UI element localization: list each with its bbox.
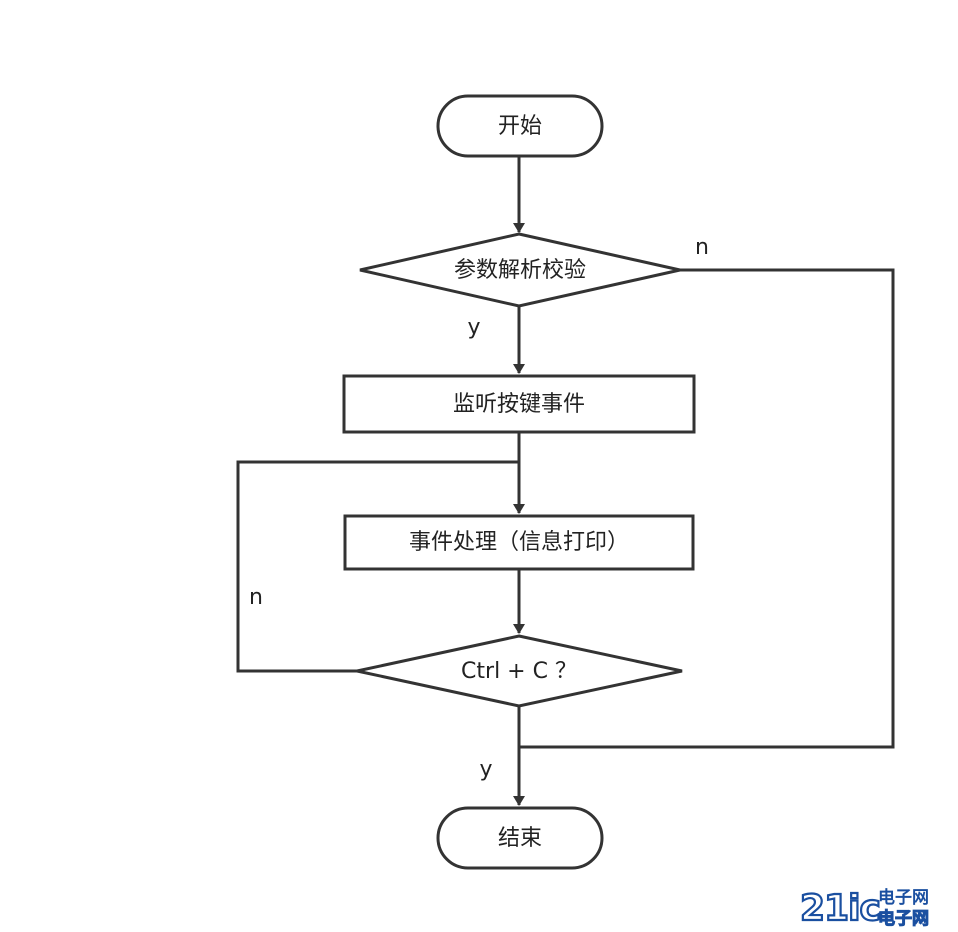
edge-parse-fail-to-end [519,268,895,749]
handle-event-process [343,514,695,571]
watermark-text-bottom: 电子网 [878,908,929,928]
parse-check-decision [359,232,681,308]
handle-event-label: 事件处理（信息打印） [409,530,629,555]
ctrl-c-label: Ctrl + C ？ [461,659,577,684]
start-node-label: 开始 [498,114,542,139]
start-node [436,94,604,158]
ctrl-c-yes-label: y [479,757,492,782]
edge-ctrlc-loop-back [236,460,519,673]
connectors [236,157,895,806]
listen-keys-label: 监听按键事件 [453,392,585,417]
ctrl-c-decision [356,634,683,708]
watermark-logo: 21ic 电子网 电子网 [799,887,930,928]
parse-check-label: 参数解析校验 [454,258,586,283]
watermark-number: 21ic [800,888,880,928]
watermark-text-top: 电子网 [878,887,929,908]
parse-no-label: n [695,235,709,260]
end-node [436,806,604,870]
end-node-label: 结束 [498,826,542,851]
parse-yes-label: y [467,315,480,340]
ctrl-c-no-label: n [249,585,263,610]
listen-keys-process [342,374,696,434]
